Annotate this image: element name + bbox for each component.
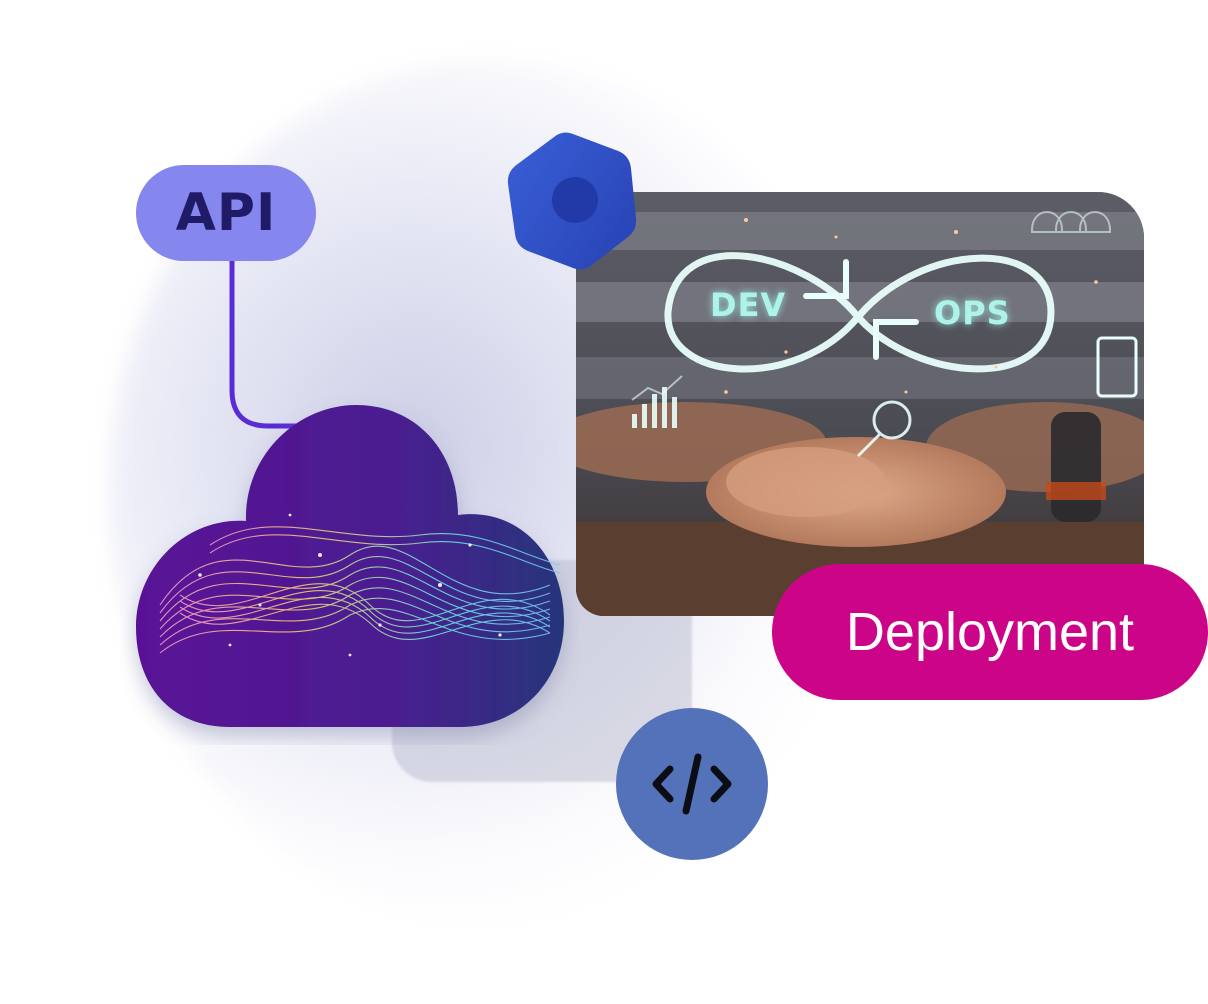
code-brackets-icon — [652, 753, 732, 815]
ops-label: OPS — [934, 294, 1011, 332]
code-button[interactable] — [616, 708, 768, 860]
deployment-label: Deployment — [845, 602, 1135, 662]
hexagon-dot-icon — [507, 132, 637, 270]
devops-photo: DEV OPS — [576, 192, 1144, 616]
dev-label: DEV — [710, 286, 787, 324]
api-label: API — [175, 183, 277, 243]
deployment-badge: Deployment — [772, 564, 1208, 700]
cloud-icon — [136, 405, 564, 727]
api-badge: API — [136, 165, 316, 261]
